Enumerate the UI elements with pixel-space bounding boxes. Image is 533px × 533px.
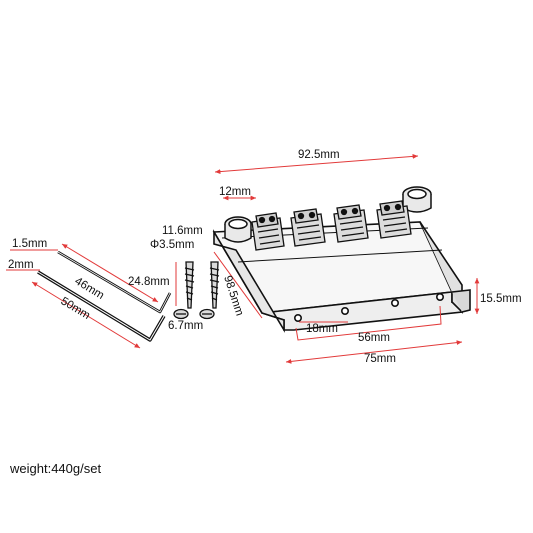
label-hole-spacing: 56mm — [358, 332, 390, 344]
bridge-end-knob-left — [224, 216, 252, 243]
label-wrench-large-dia: 2mm — [8, 259, 34, 271]
dim-line-wrench-small — [61, 243, 159, 303]
label-height: 15.5mm — [480, 293, 522, 305]
mounting-screw-1 — [173, 261, 195, 320]
saddle-4 — [376, 200, 412, 239]
label-bridge-depth: 98.5mm — [221, 274, 245, 317]
saddle-2 — [290, 208, 326, 247]
bridge-end-knob-right — [402, 186, 432, 213]
label-screw-head: 11.6mm — [162, 225, 203, 237]
dim-line-base-width — [285, 340, 463, 364]
dim-line-bridge-depth — [213, 251, 263, 319]
label-screw-length: 24.8mm — [128, 276, 170, 288]
dimension-lines — [6, 154, 480, 364]
label-wrench-small-len: 46mm — [72, 275, 106, 302]
label-wrench-small-dia: 1.5mm — [12, 238, 47, 250]
label-screw-thread: 6.7mm — [168, 320, 203, 332]
label-screw-diameter: Φ3.5mm — [150, 239, 194, 251]
label-bridge-length: 92.5mm — [298, 149, 340, 161]
weight-label: weight:440g/set — [10, 461, 102, 476]
label-saddle-width: 12mm — [219, 186, 251, 198]
label-base-width: 75mm — [364, 353, 396, 365]
dim-line-hole-spacing — [295, 305, 442, 341]
saddle-1 — [251, 212, 285, 251]
label-hole-offset: 18mm — [306, 323, 338, 335]
label-wrench-large-len: 50mm — [58, 295, 92, 322]
dim-line-wrench-large — [31, 281, 141, 349]
mounting-screw-2 — [199, 261, 220, 320]
saddle-3 — [333, 204, 369, 243]
dim-line-bridge-length — [214, 154, 419, 174]
